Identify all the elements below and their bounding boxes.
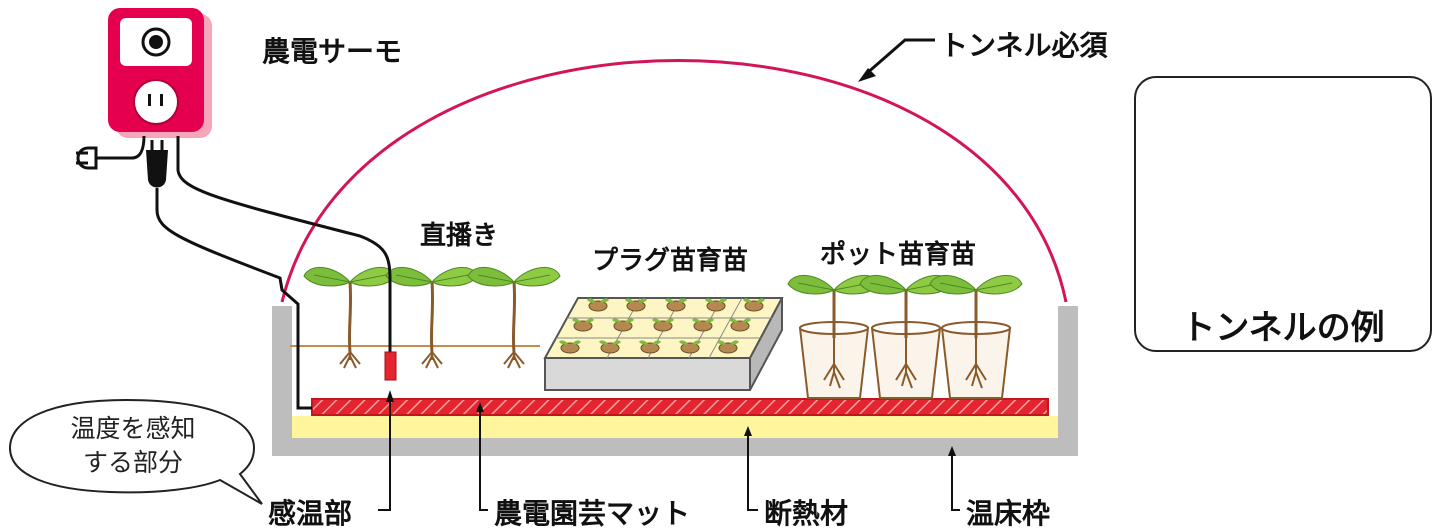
hotbed-frame-label: 温床枠 [966,497,1051,530]
sensor-part-label: 感温部 [268,497,353,530]
tunnel-required-label: トンネル必須 [940,29,1108,62]
heating-mat-label: 農電園芸マット [494,497,691,530]
heating-mat [311,398,1049,416]
mat-leader [479,408,488,511]
direct-seedling-3 [467,266,561,369]
plug-seedling-label: プラグ苗育苗 [592,246,749,276]
sensor-leader [378,398,391,511]
hotbed-frame [272,306,1078,456]
tunnel-arc [280,59,1068,303]
bubble-line-2: する部分 [82,448,183,477]
direct-seedling-2 [385,266,479,369]
sensor-probe [384,351,397,381]
bubble-line-1: 温度を感知 [70,414,196,443]
speech-bubble [8,398,263,505]
frame-leader [951,452,960,511]
pot-seedling-label: ポット苗育苗 [820,240,977,270]
bubble-text: 温度を感知 する部分 [28,412,238,480]
tunnel-example-caption: トンネルの例 [1181,308,1385,348]
plug-tray [543,297,784,391]
device-plug-icon [146,140,312,410]
power-plug-icon [76,135,146,170]
sensor-cable [176,136,392,352]
thermostat-device [108,8,212,138]
pot-seedling-1 [787,274,881,399]
insulation-layer [292,416,1058,438]
insulation-leader [747,432,758,511]
pot-seedling-2 [859,274,953,399]
pot-seedling-3 [929,274,1023,399]
tunnel-pointer [865,38,935,76]
direct-seedling-1 [303,266,397,369]
direct-sowing-label: 直播き [420,221,499,251]
insulation-label: 断熱材 [764,497,849,530]
tunnel-example-card: トンネルの例 [1134,76,1432,352]
thermostat-label: 農電サーモ [262,35,403,68]
